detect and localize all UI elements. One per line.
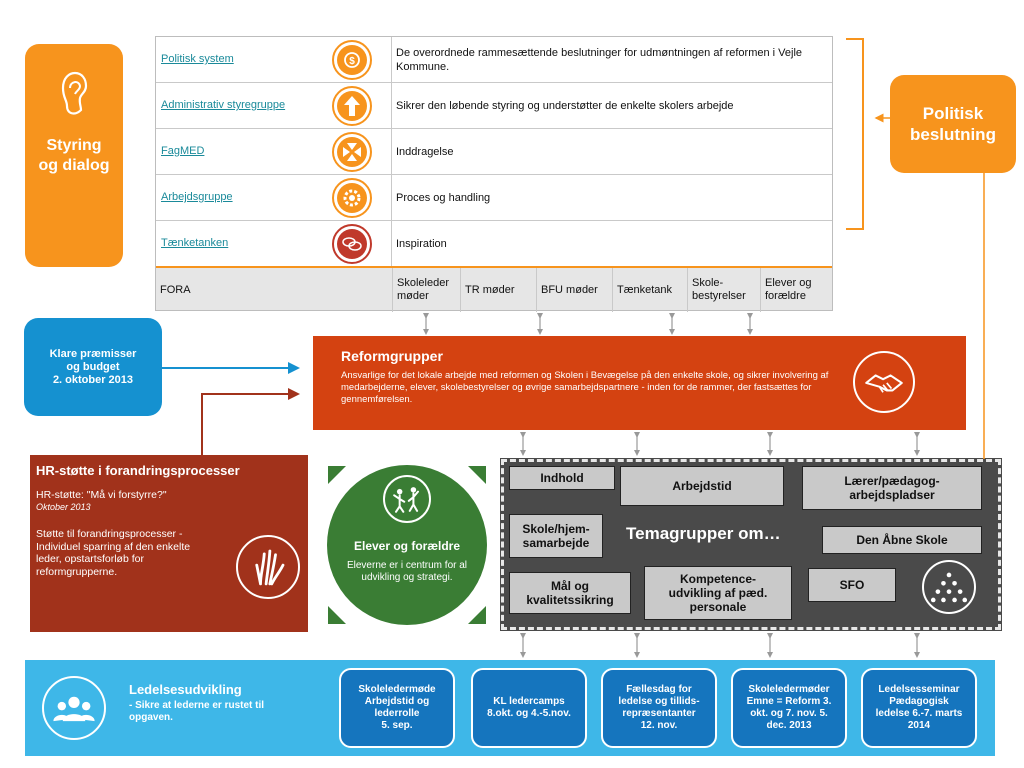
fora-skoleleder-moder: Skoleleder møder bbox=[393, 268, 461, 312]
group-icon bbox=[42, 676, 106, 740]
tema-kompetenceudvikling: Kompetence- udvikling af pæd. personale bbox=[644, 566, 792, 620]
svg-text:$: $ bbox=[349, 56, 355, 67]
hr-stotte-box: HR-støtte i forandringsprocesser HR-støt… bbox=[30, 455, 308, 632]
fora-bfu-moder: BFU møder bbox=[537, 268, 613, 312]
speech-bubbles-icon bbox=[332, 224, 372, 264]
link-administrativ-styregruppe[interactable]: Administrativ styregruppe bbox=[161, 99, 286, 111]
money-icon: $ bbox=[332, 40, 372, 80]
link-taenketanken[interactable]: Tænketanken bbox=[161, 237, 229, 249]
fora-row-politisk-system: Politisk system $ De overordnede rammesæ… bbox=[156, 37, 832, 83]
klare-praemisser-box: Klare præmisser og budget 2. oktober 201… bbox=[24, 318, 162, 416]
link-arbejdsgruppe[interactable]: Arbejdsgruppe bbox=[161, 191, 233, 203]
hr-to-reform-arrow bbox=[201, 388, 300, 455]
reformgrupper-description: Ansvarlige for det lokale arbejde med re… bbox=[341, 370, 829, 405]
elever-title: Elever og forældre bbox=[353, 539, 461, 553]
ledelse-title: Ledelsesudvikling bbox=[129, 682, 242, 697]
people-pyramid-icon bbox=[922, 560, 976, 614]
ledelse-box-skoleledermoder: Skoleledermøder Emne = Reform 3. okt. og… bbox=[731, 668, 847, 748]
tema-indhold: Indhold bbox=[509, 466, 615, 490]
ledelse-description: - Sikre at lederne er rustet til opgaven… bbox=[129, 700, 265, 723]
fora-row-arbejdsgruppe: Arbejdsgruppe Proces og handling bbox=[156, 175, 832, 221]
reformgrupper-box: Reformgrupper Ansvarlige for det lokale … bbox=[313, 336, 966, 430]
styring-og-dialog-box: Styring og dialog bbox=[25, 44, 123, 267]
children-icon bbox=[383, 475, 431, 523]
link-politisk-system[interactable]: Politisk system bbox=[161, 53, 234, 65]
ledelse-box-ledelsesseminar: Ledelsesseminar Pædagogisk ledelse 6.-7.… bbox=[861, 668, 977, 748]
tema-skole-hjem-samarbejde: Skole/hjem- samarbejde bbox=[509, 514, 603, 558]
hr-title: HR-støtte i forandringsprocesser bbox=[36, 463, 240, 478]
tema-maal-og-kvalitetssikring: Mål og kvalitetssikring bbox=[509, 572, 631, 614]
politisk-beslutning-box: Politisk beslutning bbox=[890, 75, 1016, 173]
fora-row-taenketanken: Tænketanken Inspiration bbox=[156, 221, 832, 267]
fora-table: Politisk system $ De overordnede rammesæ… bbox=[155, 36, 833, 312]
desc-politisk-system: De overordnede rammesættende beslutninge… bbox=[396, 46, 803, 73]
elever-og-foraeldre-circle: Elever og forældre Eleverne er i centrum… bbox=[322, 460, 492, 630]
tema-sfo: SFO bbox=[808, 568, 896, 602]
hr-date: Oktober 2013 bbox=[36, 502, 91, 512]
table-bracket bbox=[846, 38, 864, 230]
tema-den-aabne-skole: Den Åbne Skole bbox=[822, 526, 982, 554]
reformgrupper-title: Reformgrupper bbox=[341, 348, 443, 364]
arrow-up-icon bbox=[332, 86, 372, 126]
hr-body: Støtte til forandringsprocesser - Indivi… bbox=[36, 528, 191, 578]
ledelsesudvikling-box: Ledelsesudvikling - Sikre at lederne er … bbox=[25, 660, 995, 756]
ledelse-box-faellesdag: Fællesdag for ledelse og tillids- repræs… bbox=[601, 668, 717, 748]
tema-laerer-paedagog-arbejdspladser: Lærer/pædagog- arbejdspladser bbox=[802, 466, 982, 510]
elever-description: Eleverne er i centrum for al udvikling o… bbox=[346, 560, 468, 583]
tema-arbejdstid: Arbejdstid bbox=[620, 466, 784, 506]
gear-icon bbox=[332, 178, 372, 218]
fora-row-administrativ-styregruppe: Administrativ styregruppe Sikrer den løb… bbox=[156, 83, 832, 129]
styring-label: Styring og dialog bbox=[38, 137, 110, 174]
link-fagmed[interactable]: FagMED bbox=[161, 145, 205, 157]
desc-administrativ-styregruppe: Sikrer den løbende styring og understøtt… bbox=[396, 99, 734, 112]
ledelse-box-kl-ledercamps: KL ledercamps 8.okt. og 4.-5.nov. bbox=[471, 668, 587, 748]
handshake-icon bbox=[853, 351, 915, 413]
fora-elever-og-foraeldre: Elever og forældre bbox=[765, 277, 812, 302]
fora-label: FORA bbox=[156, 268, 393, 312]
desc-fagmed: Inddragelse bbox=[396, 145, 454, 158]
fora-tr-moder: TR møder bbox=[461, 268, 537, 312]
fora-skolebestyrelser: Skole-bestyrelser bbox=[688, 268, 761, 312]
converge-arrows-icon bbox=[332, 132, 372, 172]
fora-taenketank: Tænketank bbox=[613, 268, 688, 312]
ledelse-box-skoleledermode: Skoleledermøde Arbejdstid og lederrolle … bbox=[339, 668, 455, 748]
hr-line1: HR-støtte: "Må vi forstyrre?" bbox=[36, 489, 167, 501]
tema-center-label: Temagrupper om… bbox=[626, 524, 781, 543]
desc-arbejdsgruppe: Proces og handling bbox=[396, 191, 491, 204]
fora-footer-row: FORA Skoleleder møder TR møder BFU møder… bbox=[156, 266, 832, 312]
ear-icon bbox=[61, 71, 88, 115]
fora-row-fagmed: FagMED Inddragelse bbox=[156, 129, 832, 175]
temagrupper-box: Indhold Arbejdstid Lærer/pædagog- arbejd… bbox=[500, 458, 1002, 631]
desc-taenketanken: Inspiration bbox=[396, 237, 447, 250]
hand-icon bbox=[236, 535, 300, 599]
